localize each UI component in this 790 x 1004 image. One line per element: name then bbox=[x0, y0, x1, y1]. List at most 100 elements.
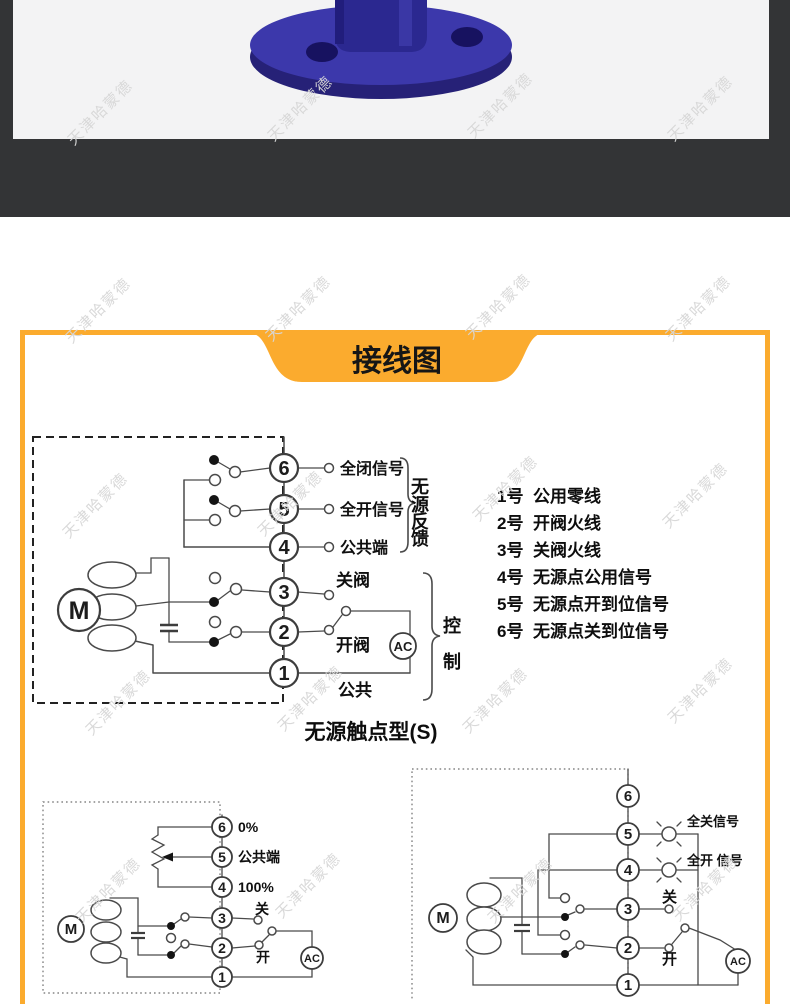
terminal-labels: 全关信号 全开 信号 关 开 bbox=[662, 814, 743, 968]
terminal-5 bbox=[268, 493, 300, 525]
motor-symbol: M bbox=[428, 882, 502, 955]
svg-text:2: 2 bbox=[218, 940, 226, 956]
terminal-6 bbox=[211, 816, 233, 838]
note-item: 3号关阀火线 bbox=[497, 537, 669, 564]
note-number: 4号 bbox=[497, 568, 524, 587]
note-item: 6号无源点关到位信号 bbox=[497, 618, 669, 645]
svg-text:全闭信号: 全闭信号 bbox=[339, 459, 404, 478]
flange-valve-illustration bbox=[250, 0, 512, 99]
terminal-1 bbox=[211, 966, 233, 988]
svg-text:3: 3 bbox=[278, 582, 289, 604]
wiring-diagram-potentiometer: M AC 6 5 4 3 2 1 0% 公共端 100% 关 开 bbox=[42, 801, 324, 994]
svg-text:馈: 馈 bbox=[411, 528, 429, 549]
terminal-3 bbox=[211, 907, 233, 929]
ac-symbol: AC bbox=[725, 948, 751, 974]
svg-text:AC: AC bbox=[730, 956, 746, 968]
svg-text:5: 5 bbox=[624, 826, 632, 843]
terminal-column: 6 5 4 3 2 1 bbox=[268, 452, 300, 689]
terminal-column: 6 5 4 3 2 1 bbox=[616, 784, 640, 997]
svg-text:4: 4 bbox=[218, 879, 226, 895]
svg-text:AC: AC bbox=[304, 953, 320, 965]
note-number: 2号 bbox=[497, 514, 524, 533]
control-brace: 控 制 bbox=[422, 572, 461, 701]
motor-symbol: M bbox=[57, 899, 122, 964]
lamp-open-signal bbox=[656, 857, 682, 883]
lamp-icons bbox=[656, 821, 682, 883]
note-item: 5号无源点开到位信号 bbox=[497, 591, 669, 618]
note-item: 4号无源点公用信号 bbox=[497, 564, 669, 591]
ac-symbol: AC bbox=[300, 946, 324, 970]
terminal-2 bbox=[211, 937, 233, 959]
wiring-diagram-passive-contact: M AC 6 5 4 3 2 1 全闭信号 bbox=[32, 436, 461, 704]
diagram-caption: 无源触点型(S) bbox=[304, 721, 438, 744]
svg-text:关阀: 关阀 bbox=[336, 570, 370, 590]
svg-text:2: 2 bbox=[624, 940, 632, 957]
terminal-5 bbox=[616, 822, 640, 846]
terminal-labels: 0% 公共端 100% 关 开 bbox=[238, 819, 280, 965]
note-number: 3号 bbox=[497, 541, 524, 560]
terminal-6 bbox=[268, 452, 300, 484]
valve-neck bbox=[335, 0, 427, 52]
svg-text:M: M bbox=[436, 910, 449, 927]
actuator-dotted-outline bbox=[411, 768, 629, 999]
svg-text:6: 6 bbox=[278, 458, 289, 480]
svg-text:5: 5 bbox=[218, 849, 226, 865]
note-label: 无源点开到位信号 bbox=[533, 595, 669, 614]
svg-text:无: 无 bbox=[411, 477, 429, 497]
terminal-6 bbox=[616, 784, 640, 808]
feedback-brace: 无 源 反 馈 bbox=[399, 457, 429, 553]
svg-text:0%: 0% bbox=[238, 819, 259, 835]
svg-text:制: 制 bbox=[443, 652, 461, 672]
ac-symbol: AC bbox=[389, 632, 417, 660]
svg-text:关: 关 bbox=[255, 901, 269, 917]
note-number: 5号 bbox=[497, 595, 524, 614]
note-label: 公用零线 bbox=[533, 487, 601, 506]
svg-text:开阀: 开阀 bbox=[336, 635, 370, 655]
banner-shape bbox=[249, 330, 545, 382]
bolt-hole-right bbox=[451, 27, 483, 47]
terminal-5 bbox=[211, 846, 233, 868]
svg-text:全开 信号: 全开 信号 bbox=[686, 853, 743, 868]
terminal-column: 6 5 4 3 2 1 bbox=[211, 816, 233, 988]
motor-symbol: M bbox=[56, 561, 137, 652]
svg-text:100%: 100% bbox=[238, 879, 274, 895]
svg-text:4: 4 bbox=[278, 537, 290, 559]
section-title: 接线图 bbox=[352, 345, 442, 378]
terminal-2 bbox=[616, 936, 640, 960]
svg-text:AC: AC bbox=[394, 639, 413, 654]
svg-text:反: 反 bbox=[411, 512, 429, 532]
wires bbox=[109, 814, 313, 978]
capacitor-symbol bbox=[160, 623, 178, 633]
note-label: 关阀火线 bbox=[533, 541, 601, 560]
neck-highlight bbox=[399, 0, 412, 46]
svg-text:M: M bbox=[69, 597, 90, 625]
svg-text:开: 开 bbox=[662, 951, 677, 968]
svg-text:3: 3 bbox=[624, 901, 632, 918]
terminal-4 bbox=[616, 858, 640, 882]
svg-text:公共端: 公共端 bbox=[238, 849, 280, 865]
svg-text:5: 5 bbox=[278, 499, 289, 521]
wiring-section bbox=[20, 330, 770, 1004]
svg-text:公共: 公共 bbox=[338, 681, 372, 700]
svg-text:3: 3 bbox=[218, 910, 226, 926]
svg-text:2: 2 bbox=[278, 622, 289, 644]
terminal-1 bbox=[268, 657, 300, 689]
terminal-3 bbox=[616, 897, 640, 921]
svg-text:全关信号: 全关信号 bbox=[686, 814, 739, 829]
section-title-banner: 接线图 bbox=[249, 330, 545, 382]
wiring-diagram-indicator-lamp: M AC 6 5 4 3 2 bbox=[411, 768, 751, 999]
note-number: 6号 bbox=[497, 622, 524, 641]
svg-text:控: 控 bbox=[443, 615, 461, 636]
wiper-arrowhead bbox=[162, 852, 173, 862]
note-label: 开阀火线 bbox=[533, 514, 601, 533]
capacitor-symbol bbox=[514, 923, 530, 933]
svg-text:6: 6 bbox=[624, 788, 632, 805]
note-label: 无源点公用信号 bbox=[533, 568, 652, 587]
bolt-hole-left bbox=[306, 42, 338, 62]
note-label: 无源点关到位信号 bbox=[533, 622, 669, 641]
note-item: 1号公用零线 bbox=[497, 483, 669, 510]
svg-text:1: 1 bbox=[278, 663, 289, 685]
svg-text:M: M bbox=[65, 921, 78, 938]
terminal-3 bbox=[268, 576, 300, 608]
